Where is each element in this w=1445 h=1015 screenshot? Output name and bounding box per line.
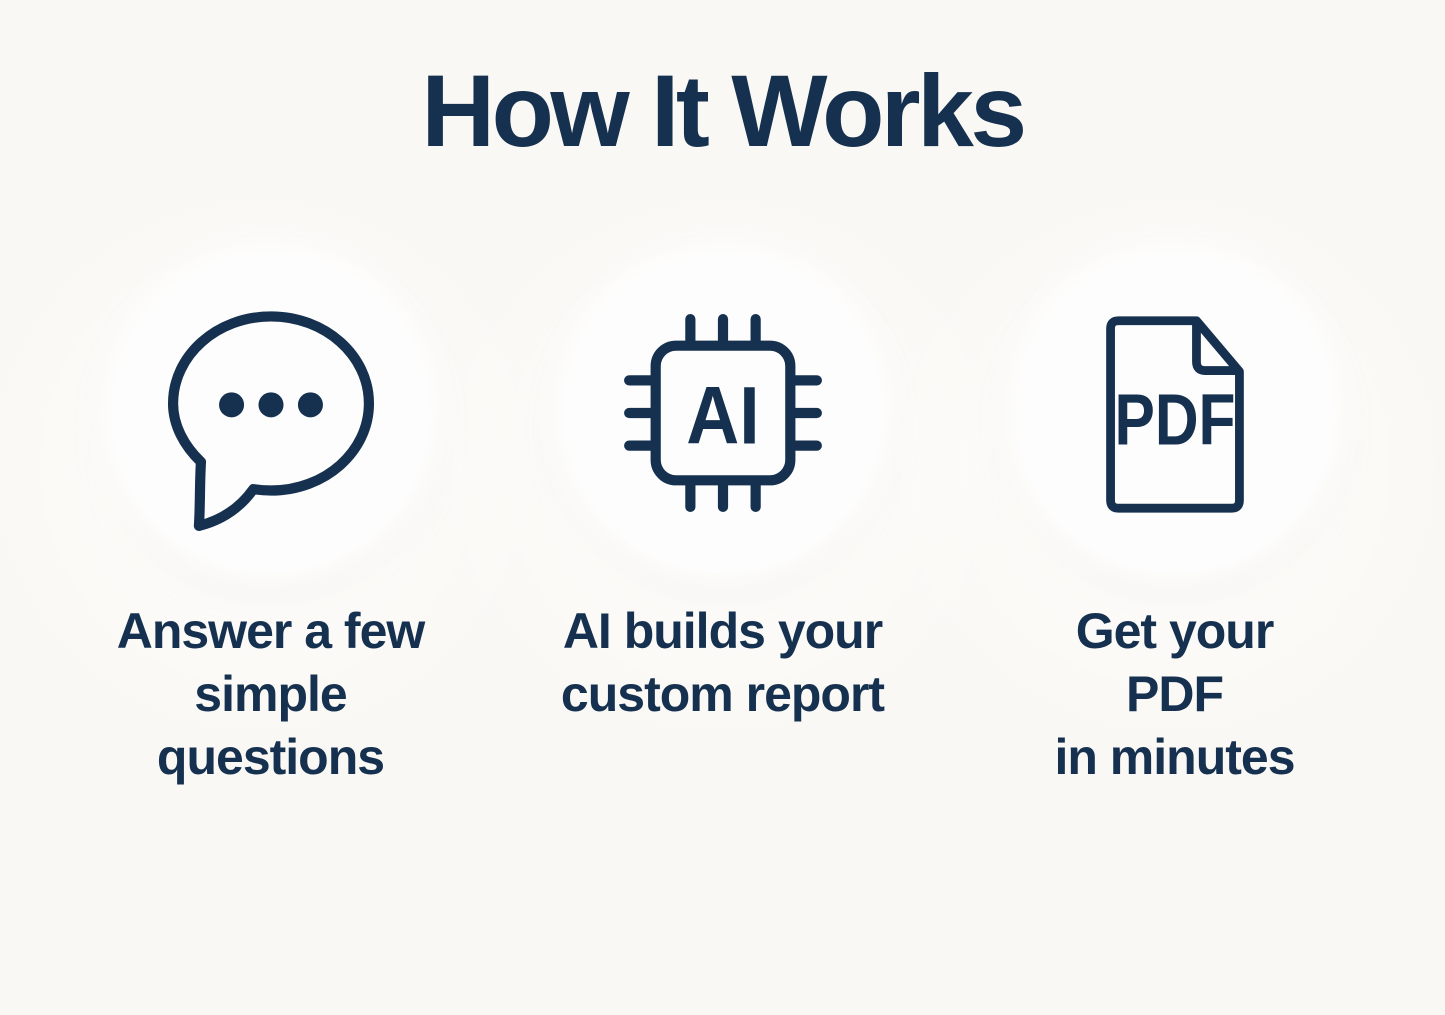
chat-bubble-icon [167,311,374,531]
step-answer-questions: Answer a few simple questions [45,253,497,789]
step-caption: AI builds your custom report [560,603,885,722]
ai-chip-icon: AI [623,314,822,512]
step-icon-circle: PDF [1014,253,1335,573]
pdf-folded-corner [1191,317,1242,375]
chat-dot [218,392,244,418]
pdf-file-icon: PDF [1105,315,1244,513]
steps-row: Answer a few simple questions AI AI buil… [0,253,1445,789]
step-get-pdf: PDF Get your PDF in minutes [949,253,1401,789]
how-it-works-section: How It Works Answer a few simple questio… [0,52,1445,1015]
chip-body [650,340,795,486]
step-icon-circle [110,253,431,573]
page-title: How It Works [421,54,1027,168]
step-icon-circle: AI [562,253,883,573]
step-ai-builds-report: AI AI builds your custom report [497,253,949,789]
chip-label: AI [686,371,759,462]
chat-dot [257,392,284,418]
chat-dot [297,392,323,418]
step-caption: Answer a few simple questions [116,603,426,785]
pdf-label: PDF [1114,380,1235,460]
step-caption: Get your PDF in minutes [1054,603,1295,785]
